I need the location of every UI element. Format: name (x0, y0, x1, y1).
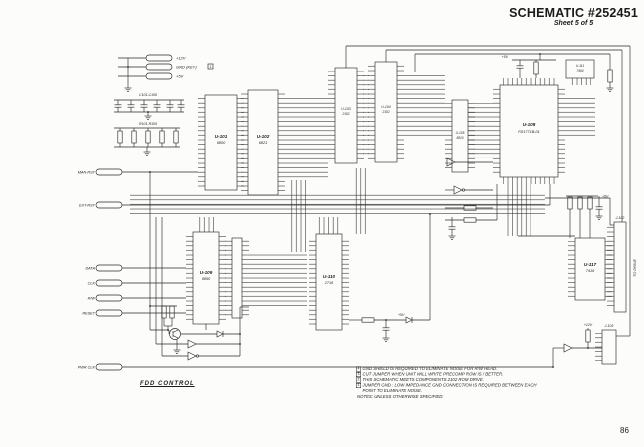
rw-label: R/W (88, 297, 96, 301)
ground-symbol (124, 87, 132, 93)
power-connector (145, 72, 173, 80)
key-ref: 1 (210, 65, 212, 69)
u110-part: 2716 (324, 281, 334, 285)
power-input-section: +12V GND (KEY) 1 +5V (118, 54, 214, 93)
j102-label: TO DRIVE (633, 259, 637, 277)
pwr-clk-label: PWR CLK (78, 366, 96, 370)
right-driver-network: +5V (566, 195, 609, 238)
diode (216, 330, 224, 338)
drive-connector-j102: J-102 TO DRIVE (607, 216, 637, 313)
u108-part: FD1771B-01 (518, 130, 540, 134)
ic-u104: U-104 2102 (368, 61, 404, 163)
note-number: 1 (356, 383, 361, 388)
ic-u101: U-101 6800 (198, 94, 244, 191)
clk-label: CLK (88, 282, 96, 286)
mid-right-gates (445, 157, 498, 241)
note-number: 4 (356, 366, 361, 372)
data-bus-ladder-b (404, 72, 445, 138)
bottom-middle-network: +5V (349, 213, 431, 343)
ic-u108-fdc: U-108 FD1771B-01 (493, 78, 565, 184)
ext-rst-label: EXT-RST (79, 204, 96, 208)
fdc-right-bus (565, 96, 595, 138)
u108-ref: U-108 (523, 122, 536, 127)
reset-label: RESET (82, 312, 95, 316)
notes-block: 4 GND SHIELD IS REQUIRED TO ELIMINATE NO… (356, 366, 546, 399)
ic-u102: U-102 6821 (241, 89, 285, 196)
ground-symbol (143, 151, 151, 157)
res-bank-label: R101-R105 (139, 122, 157, 126)
cap-bank-label: C101-C106 (139, 93, 157, 97)
capacitor-bank: C101-C106 (114, 93, 185, 121)
j102-ref: J-102 (615, 216, 625, 220)
note-text: JUMPER GND : LOW IMPEDANCE GND CONNECTIO… (362, 382, 537, 393)
bottom-left-discretes (149, 305, 249, 361)
ic-u111: U-111 7404 (565, 59, 595, 85)
p5v-label: +5V (176, 74, 184, 79)
bus-bridge (363, 72, 369, 156)
u105-ref: U-105 (456, 131, 465, 135)
v5-label: +5V (398, 313, 405, 317)
u111-part: 7404 (576, 69, 583, 73)
j103-ref: J-103 (604, 324, 614, 328)
data-bus-ladder-a (285, 98, 328, 178)
data-label: DATA (85, 267, 95, 271)
u103-ref: U-103 (341, 107, 351, 111)
v5-label: +5V (502, 55, 509, 59)
notes-heading: NOTES: UNLESS OTHERWISE SPECIFIED: (357, 394, 444, 399)
sheet-number: Sheet 5 of 5 (553, 20, 594, 28)
schematic-title: SCHEMATIC #252451 (509, 6, 638, 20)
u104-ref: U-104 (381, 105, 391, 109)
p12v-label: +12V (176, 56, 186, 61)
ic-u109: U-109 6850 (186, 231, 226, 325)
data-bus-ladder-c (249, 252, 307, 307)
ic-u103: U-103 2102 (328, 67, 364, 164)
left-input-connectors: MAN-RST EXT-RST DATA CLK R/W RESET PWR C… (78, 168, 564, 371)
section-label: FDD CONTROL (140, 381, 195, 387)
title-block: SCHEMATIC #252451 Sheet 5 of 5 (509, 6, 638, 28)
diode (405, 316, 413, 324)
page-number: 86 (620, 426, 629, 435)
ground-symbol (144, 115, 152, 121)
u103-part: 2102 (341, 112, 349, 116)
note-text: CUT JUMPER WHEN UNIT WILL WRITE PRECOMP … (362, 371, 504, 377)
u117-part: 7416 (586, 269, 595, 273)
u111-ref: U-111 (576, 64, 584, 68)
u109-part: 6850 (202, 277, 211, 281)
u102-ref: U-102 (257, 134, 270, 139)
note-text: GND SHIELD IS REQUIRED TO ELIMINATE NOIS… (362, 366, 498, 371)
pin-header-column (225, 237, 249, 319)
note-number: 3 (356, 372, 361, 377)
note-item: 3 CUT JUMPER WHEN UNIT WILL WRITE PRECOM… (356, 371, 546, 377)
gnd-key-label: GND (KEY) (176, 65, 197, 70)
u117-ref: U-117 (584, 262, 597, 267)
v5-label: +5V (602, 195, 609, 199)
note-number: 2 (356, 377, 361, 383)
power-connector (145, 54, 173, 62)
ic-u110: U-110 2716 (309, 233, 349, 331)
fdc-top-components: +5V (502, 53, 556, 78)
note-item: 4 GND SHIELD IS REQUIRED TO ELIMINATE NO… (356, 366, 546, 372)
u105-part: 6810 (456, 136, 463, 140)
note-item: 2 THIS SCHEMATIC MEETS COMPONENTS 2102 R… (356, 377, 546, 383)
u104-part: 2102 (381, 110, 389, 114)
u101-ref: U-101 (215, 134, 228, 139)
u102-part: 6821 (259, 141, 267, 145)
u110-ref: U-110 (323, 274, 336, 279)
man-rst-label: MAN-RST (78, 171, 96, 175)
power-connector (145, 63, 173, 71)
bus-to-fdc (468, 103, 493, 158)
ic-u117: U-117 7416 (568, 237, 612, 301)
bottom-right-output: +12V J-103 (563, 323, 617, 365)
note-item: 1 JUMPER GND : LOW IMPEDANCE GND CONNECT… (356, 383, 546, 394)
bus-lines (130, 45, 631, 356)
note-text: THIS SCHEMATIC MEETS COMPONENTS 2102 ROM… (362, 377, 484, 382)
u109-ref: U-109 (200, 270, 213, 275)
transistor (169, 328, 181, 340)
resistor-bank: R101-R105 (114, 122, 180, 157)
u101-part: 6800 (217, 141, 226, 145)
v12-label: +12V (584, 323, 593, 327)
